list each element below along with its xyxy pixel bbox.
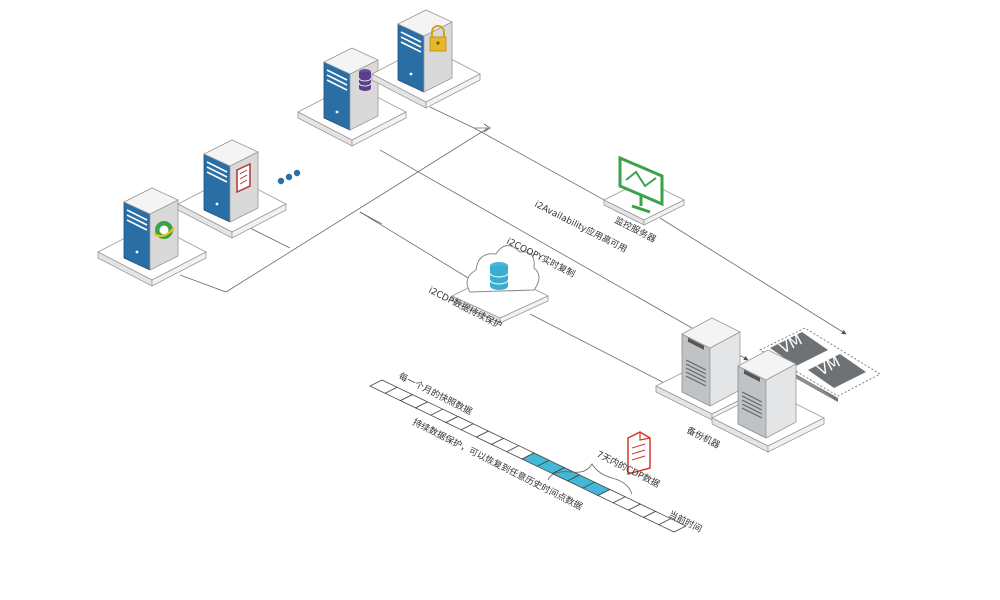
cloud-node — [451, 245, 549, 324]
ellipsis-dots-icon — [277, 169, 301, 185]
server2-link — [249, 227, 291, 249]
server-document — [177, 139, 287, 239]
lock-icon — [429, 25, 447, 52]
lock-server-link — [429, 106, 488, 129]
ie-icon — [153, 221, 175, 239]
cloud-to-server-line — [359, 211, 479, 285]
monitor-server — [603, 155, 685, 226]
i2availability-arrow — [379, 149, 749, 361]
cloud-database-icon — [489, 262, 509, 290]
vm-box-1: VM — [770, 331, 828, 366]
timeline-bar — [369, 379, 687, 533]
backbone-arrowhead — [483, 123, 491, 133]
server-lock — [371, 9, 481, 109]
continuous-protect-label: 持续数据保护，可以恢复到任意历史时间点数据 — [411, 416, 585, 513]
monitor-to-vm-arrow — [659, 217, 847, 335]
cdp-brace — [547, 463, 633, 495]
vm-box-2: VM — [808, 353, 866, 388]
pdf-file-icon — [627, 431, 651, 475]
backup-machine-label: 备份机器 — [685, 424, 723, 451]
server-ie — [97, 187, 207, 287]
server-database — [297, 47, 407, 147]
chart-monitor-icon — [618, 155, 664, 214]
timeline-cell — [657, 518, 687, 533]
backbone-line — [179, 127, 489, 293]
database-icon — [358, 69, 372, 91]
cloud-to-backup-arrow — [529, 313, 679, 391]
connection-lines — [179, 106, 847, 391]
document-icon — [236, 162, 251, 194]
